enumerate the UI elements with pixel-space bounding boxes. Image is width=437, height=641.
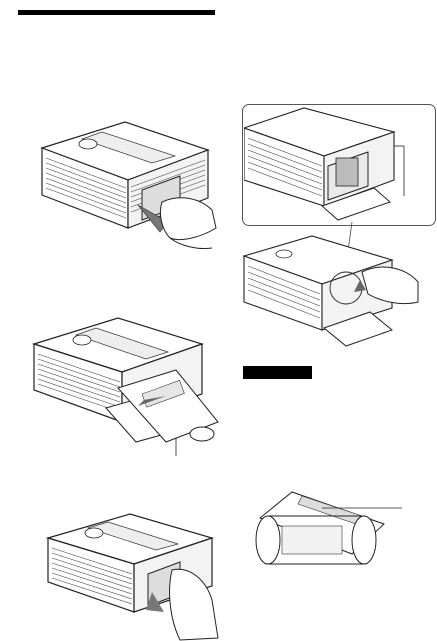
printer-open-door-figure [30,110,220,260]
note-heading-bar [243,366,312,379]
printer-insert-cartridge-figure [26,310,226,460]
printer-close-door-figure [40,500,230,641]
ribbon-cartridge-figure [252,478,412,588]
printer-eject-cartridge-figure [242,232,422,350]
section-top-rule [18,10,215,15]
cartridge-compartment-closeup-figure [244,106,434,224]
